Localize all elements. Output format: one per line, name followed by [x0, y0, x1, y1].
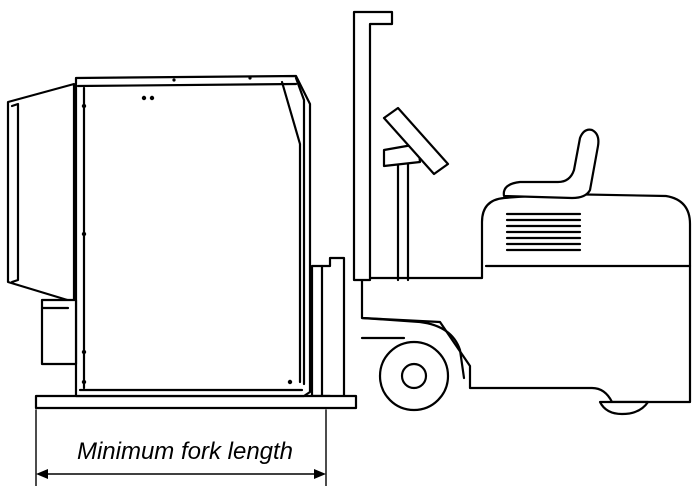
cabinet-front-edge — [280, 80, 302, 384]
steering-column — [396, 162, 410, 282]
cabinet-top-line — [76, 82, 298, 88]
fork — [34, 394, 358, 410]
cabinet — [6, 74, 312, 398]
wheel-arch — [360, 316, 466, 380]
forklift-body — [360, 192, 692, 404]
front-hub — [400, 362, 428, 390]
dimension-arrow-left — [36, 469, 48, 479]
rear-door-edge — [10, 102, 20, 284]
rear-wheel — [598, 400, 650, 416]
mast — [352, 10, 394, 282]
steering-wheel — [382, 106, 450, 176]
seat — [502, 128, 600, 200]
dimension-arrow-right — [314, 469, 326, 479]
grille-vents — [505, 212, 582, 252]
cabinet-body — [74, 74, 312, 398]
forklift — [34, 10, 692, 416]
carriage — [310, 256, 346, 408]
lower-box — [40, 298, 78, 366]
cabinet-front-bevel — [294, 76, 306, 386]
rivets — [81, 76, 293, 385]
dimension-label: Minimum fork length — [76, 438, 294, 465]
dimension — [35, 409, 327, 486]
